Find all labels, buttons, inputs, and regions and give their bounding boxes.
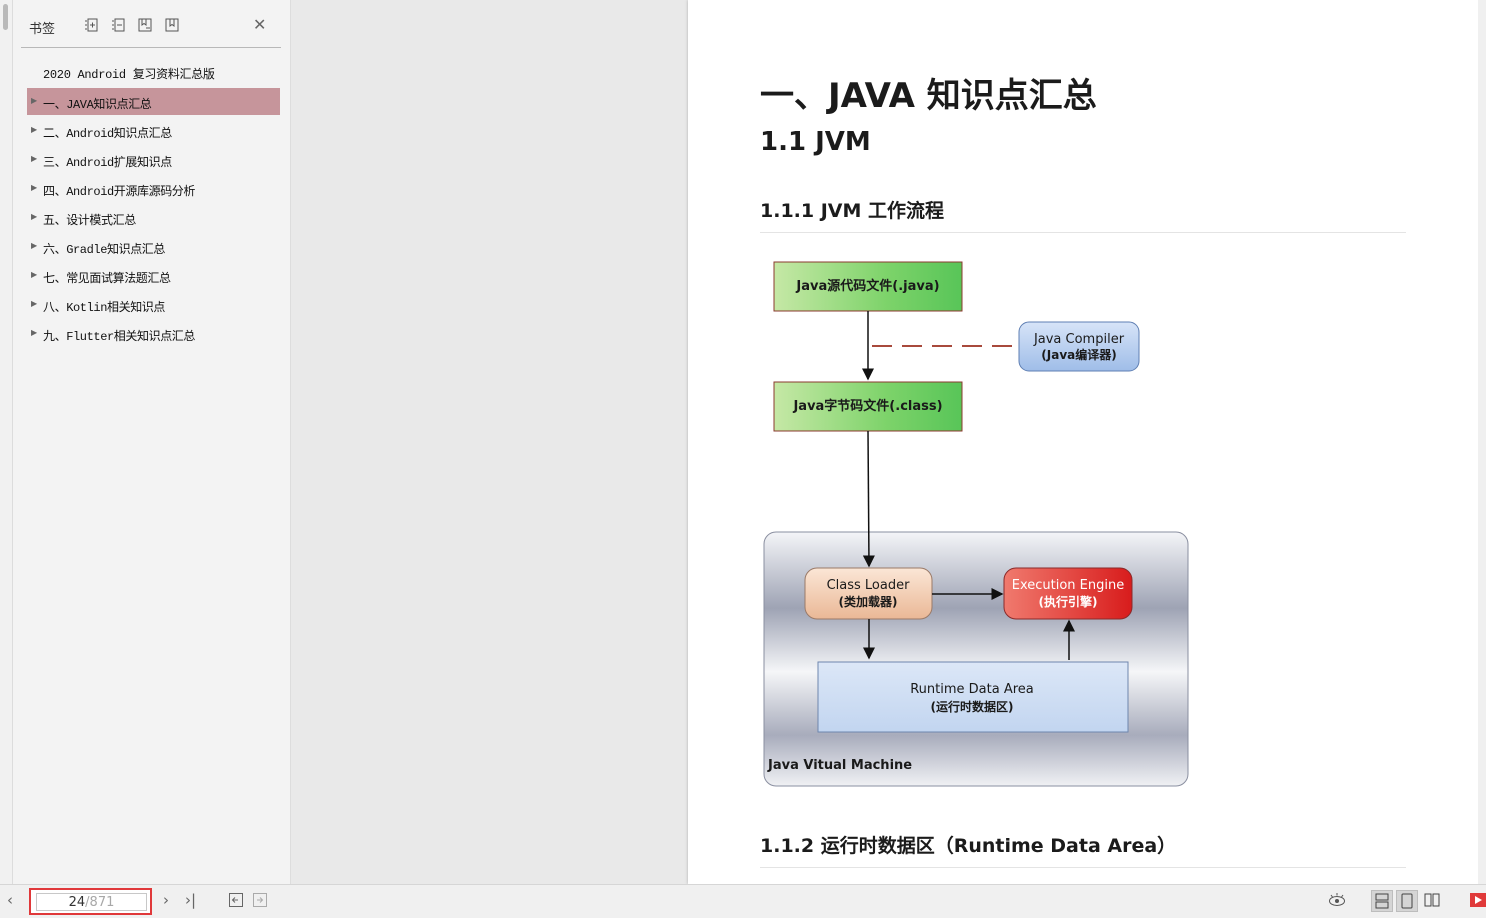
execution-engine-box <box>1003 567 1133 620</box>
class-loader-label: Class Loader <box>827 578 911 593</box>
bookmark-item-flutter[interactable]: ▶ 九、Flutter相关知识点汇总 <box>27 320 280 347</box>
last-page-button[interactable]: ›| <box>185 891 197 909</box>
eye-protection-icon[interactable] <box>1328 892 1346 908</box>
divider <box>760 232 1406 233</box>
document-page: 一、JAVA 知识点汇总 1.1 JVM 1.1.1 JVM 工作流程 <box>688 0 1478 884</box>
page-number-input[interactable]: 24/871 <box>36 893 147 911</box>
chevron-right-icon[interactable]: ▶ <box>31 241 38 250</box>
heading-1: 一、JAVA 知识点汇总 <box>760 76 1097 116</box>
bookmark-item-kotlin[interactable]: ▶ 八、Kotlin相关知识点 <box>27 291 280 318</box>
chevron-right-icon[interactable]: ▶ <box>31 328 38 337</box>
bookmark-item-label: 八、Kotlin相关知识点 <box>43 301 166 315</box>
compiler-box <box>1018 321 1140 372</box>
chevron-right-icon[interactable]: ▶ <box>31 154 38 163</box>
arrow <box>862 430 875 568</box>
bookmark-item-patterns[interactable]: ▶ 五、设计模式汇总 <box>27 204 280 231</box>
chevron-right-icon[interactable]: ▶ <box>31 96 38 105</box>
page-separator: / <box>85 895 90 910</box>
collapse-all-icon[interactable] <box>110 17 126 33</box>
bookmark-panel: 书签 ✕ 2020 Android 复习资料汇总版 ▶ 一、JAVA知识点汇总 … <box>13 0 291 884</box>
next-page-button[interactable]: › <box>163 891 169 909</box>
page-number-box[interactable]: 24/871 <box>29 888 152 915</box>
execution-engine-sublabel: (执行引擎) <box>1039 594 1098 609</box>
bookmark-item-algorithms[interactable]: ▶ 七、常见面试算法题汇总 <box>27 262 280 289</box>
two-page-icon <box>1424 893 1440 907</box>
close-icon[interactable]: ✕ <box>253 15 267 34</box>
bookmark-item-opensource[interactable]: ▶ 四、Android开源库源码分析 <box>27 175 280 202</box>
chevron-right-icon[interactable]: ▶ <box>31 125 38 134</box>
prev-page-button[interactable]: ‹ <box>7 891 13 909</box>
heading-3: 1.1.1 JVM 工作流程 <box>760 200 945 222</box>
chevron-right-icon[interactable]: ▶ <box>31 183 38 192</box>
compiler-sublabel: (Java编译器) <box>1041 347 1116 362</box>
heading-2: 1.1 JVM <box>760 127 871 157</box>
chevron-right-icon[interactable]: ▶ <box>31 299 38 308</box>
runtime-data-area-box <box>817 661 1129 733</box>
bookmark-item-label: 二、Android知识点汇总 <box>43 127 172 141</box>
current-page: 24 <box>68 895 86 910</box>
bookmark-item-label: 七、常见面试算法题汇总 <box>43 272 171 286</box>
chevron-right-icon[interactable]: ▶ <box>31 212 38 221</box>
bookmark-item-gradle[interactable]: ▶ 六、Gradle知识点汇总 <box>27 233 280 260</box>
forward-icon[interactable] <box>252 892 268 908</box>
add-bookmark-icon[interactable] <box>137 17 153 33</box>
runtime-data-area-label: Runtime Data Area <box>910 682 1034 697</box>
bytecode-file-box <box>773 381 963 432</box>
source-file-box <box>773 261 963 312</box>
runtime-data-area-sublabel: (运行时数据区) <box>931 699 1014 714</box>
jvm-workflow-diagram: Java源代码文件(.java) Java Compiler (Java编译器)… <box>763 261 1189 787</box>
bookmark-item-label: 四、Android开源库源码分析 <box>43 185 196 199</box>
execution-engine-label: Execution Engine <box>1012 578 1124 593</box>
bookmark-item-label: 六、Gradle知识点汇总 <box>43 243 166 257</box>
bookmark-item-label: 九、Flutter相关知识点汇总 <box>43 330 196 344</box>
status-bar: ‹ 24/871 › ›| <box>0 884 1486 918</box>
class-loader-sublabel: (类加载器) <box>839 594 898 609</box>
divider <box>21 47 281 48</box>
compiler-label: Java Compiler <box>1033 332 1125 347</box>
class-loader-box <box>804 567 933 620</box>
bookmark-panel-title: 书签 <box>29 22 56 37</box>
source-file-label: Java源代码文件(.java) <box>795 278 939 294</box>
expand-all-icon[interactable] <box>83 17 99 33</box>
two-page-view-button[interactable] <box>1422 890 1444 912</box>
bookmark-icon[interactable] <box>164 17 180 33</box>
bookmark-item-android-ext[interactable]: ▶ 三、Android扩展知识点 <box>27 146 280 173</box>
bookmark-item-label: 三、Android扩展知识点 <box>43 156 172 170</box>
jvm-label: Java Vitual Machine <box>767 758 912 773</box>
total-pages: 871 <box>89 895 115 910</box>
divider <box>760 867 1406 868</box>
bookmark-item-label: 一、JAVA知识点汇总 <box>43 98 152 112</box>
continuous-view-icon <box>1375 893 1389 909</box>
play-icon[interactable] <box>1470 892 1486 908</box>
bookmark-item-android[interactable]: ▶ 二、Android知识点汇总 <box>27 117 280 144</box>
bookmark-root[interactable]: 2020 Android 复习资料汇总版 <box>43 68 215 82</box>
continuous-view-button[interactable] <box>1371 890 1393 912</box>
scroll-thumb[interactable] <box>3 4 8 30</box>
bookmark-item-label: 五、设计模式汇总 <box>43 214 136 228</box>
bookmark-panel-header: 书签 ✕ <box>13 0 290 48</box>
bytecode-file-label: Java字节码文件(.class) <box>792 398 942 414</box>
single-page-icon <box>1401 893 1413 909</box>
single-page-view-button[interactable] <box>1396 890 1418 912</box>
right-scrollbar[interactable] <box>1478 0 1486 884</box>
back-icon[interactable] <box>228 892 244 908</box>
chevron-right-icon[interactable]: ▶ <box>31 270 38 279</box>
bookmark-item-java[interactable]: ▶ 一、JAVA知识点汇总 <box>27 88 280 115</box>
heading-3-next: 1.1.2 运行时数据区（Runtime Data Area） <box>760 835 1177 857</box>
left-scrollbar[interactable] <box>0 0 13 884</box>
